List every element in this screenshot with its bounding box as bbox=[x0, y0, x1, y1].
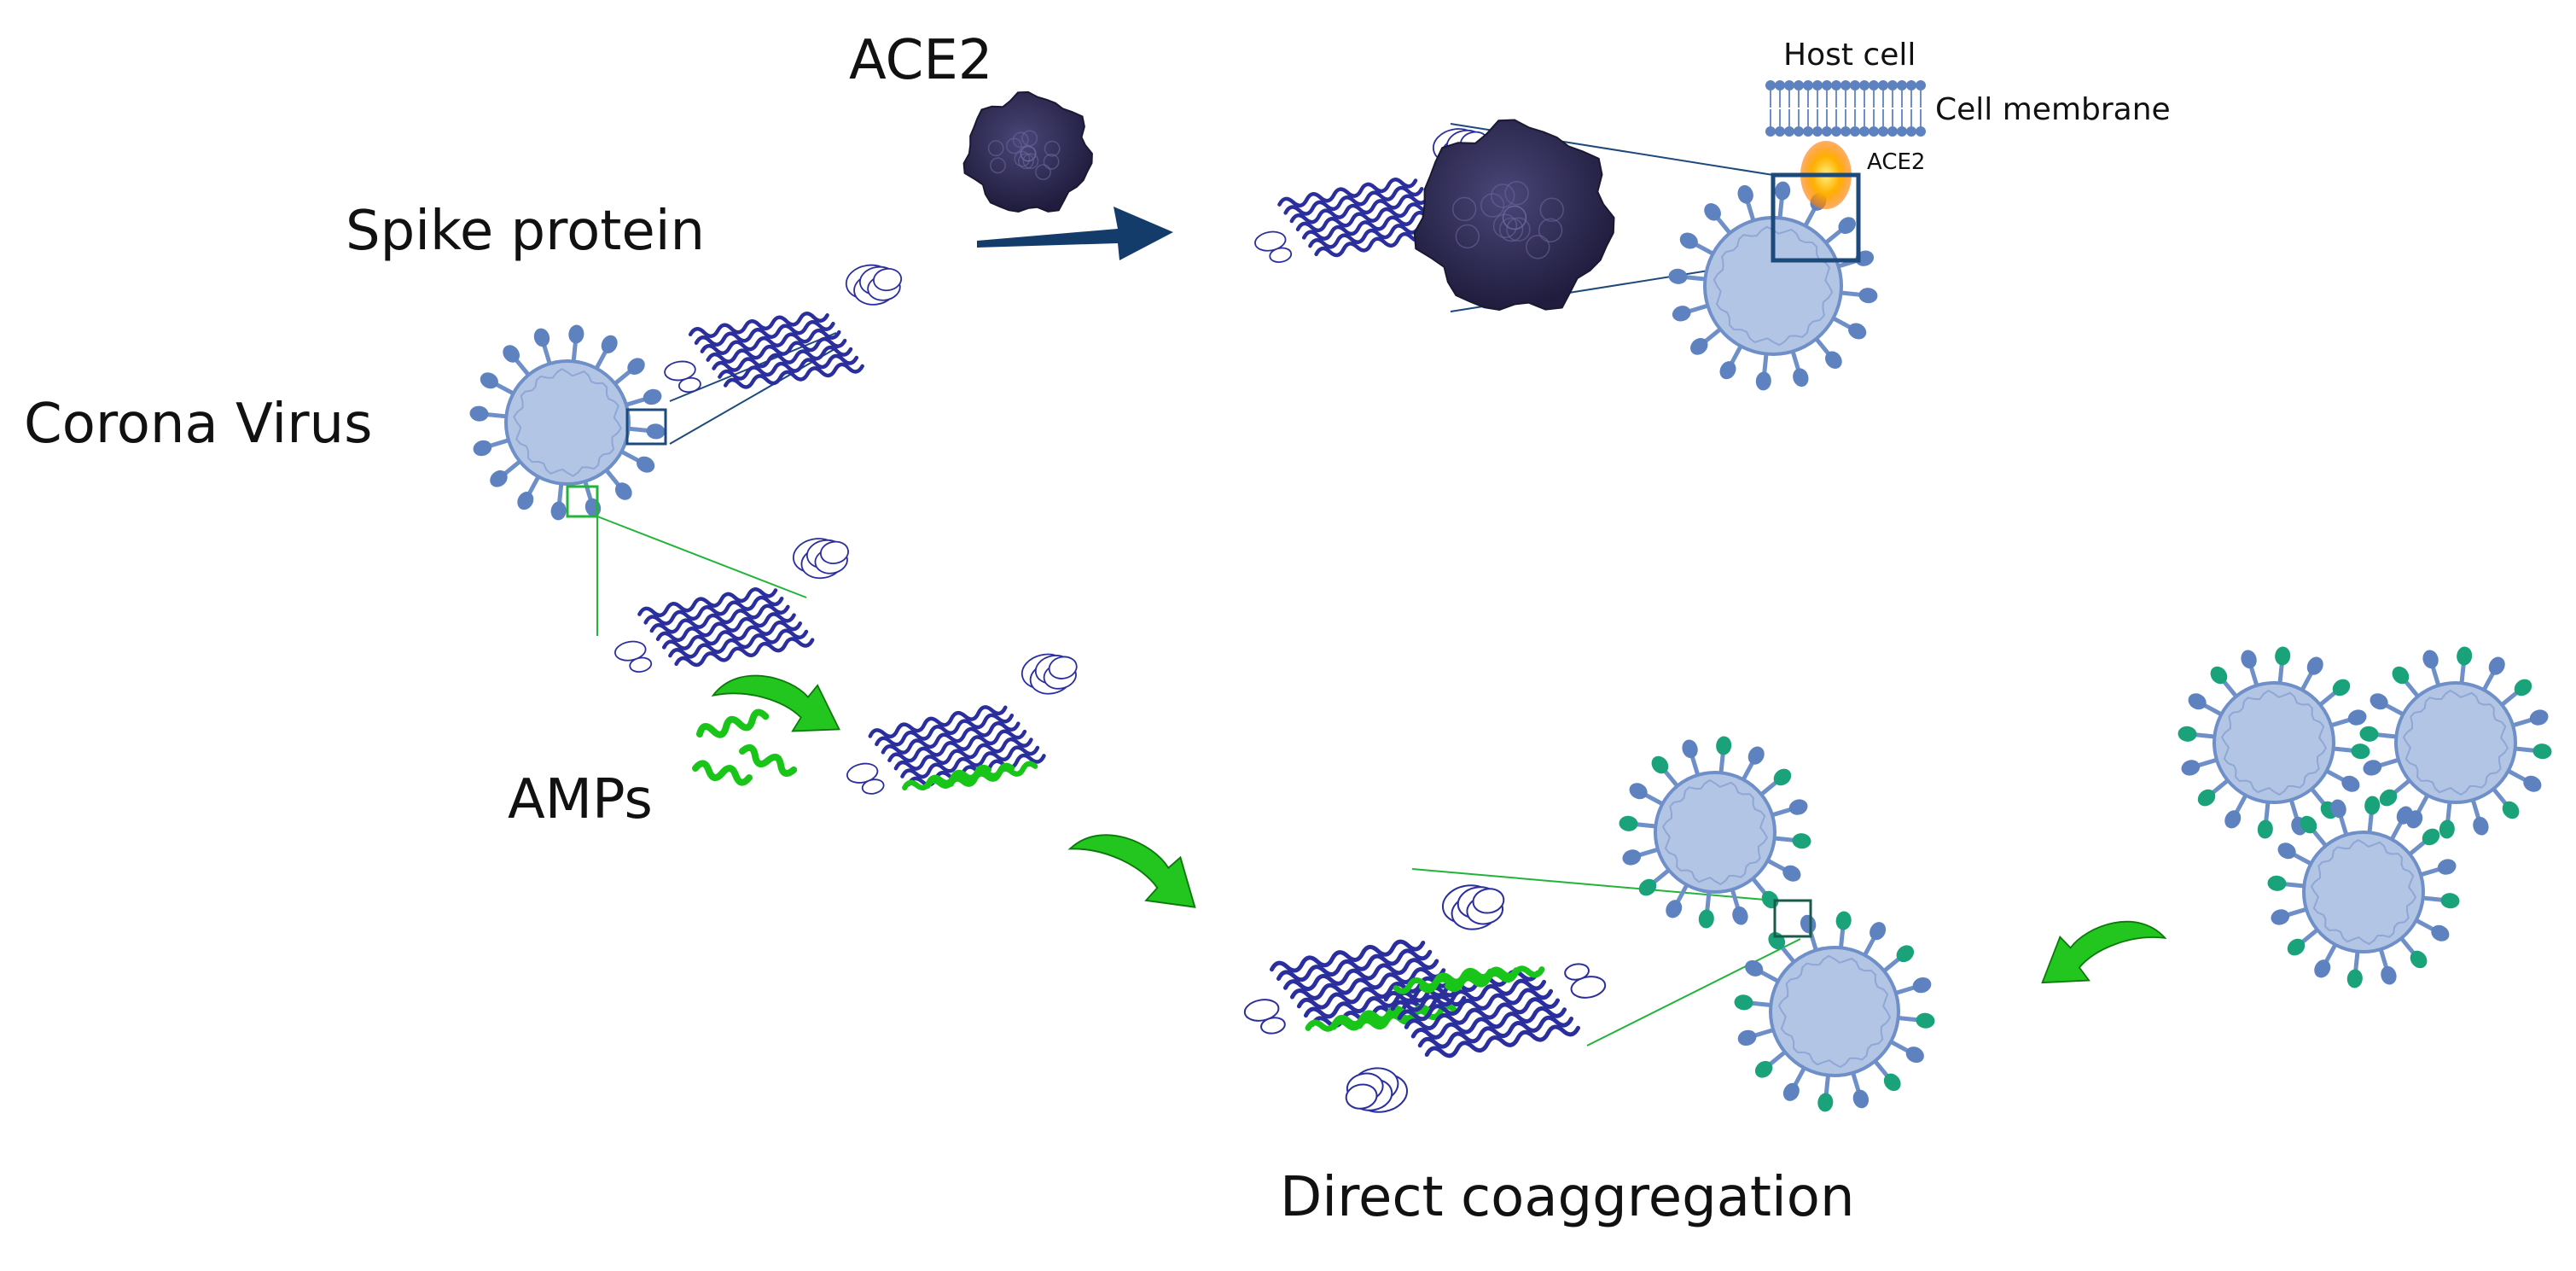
amp-peptides bbox=[692, 708, 798, 786]
lipid-head bbox=[1878, 126, 1888, 137]
coronavirus-icon bbox=[2267, 796, 2460, 988]
lipid-head bbox=[1831, 80, 1841, 90]
lipid-head bbox=[1784, 126, 1794, 137]
lipid-head bbox=[1765, 126, 1776, 137]
lipid-head bbox=[1812, 80, 1823, 90]
amps-label: AMPs bbox=[508, 768, 653, 831]
ace2-proteins bbox=[962, 90, 1615, 312]
zoom-connector-lines bbox=[596, 123, 1801, 1047]
lipid-head bbox=[1840, 80, 1851, 90]
lipid-head bbox=[1906, 80, 1916, 90]
coronavirus-icon bbox=[1734, 911, 1935, 1112]
curved-arrow-icon bbox=[711, 674, 840, 732]
lipid-head bbox=[1775, 126, 1785, 137]
lipid-head bbox=[1822, 126, 1832, 137]
lipid-head bbox=[1869, 80, 1879, 90]
amp-peptide-icon bbox=[692, 760, 753, 786]
host-cell-label: Host cell bbox=[1783, 38, 1916, 73]
spike-protein-label: Spike protein bbox=[346, 200, 705, 263]
spike-protein-icon bbox=[1345, 963, 1607, 1113]
spike-protein-icon bbox=[846, 653, 1078, 795]
ace2-title-label: ACE2 bbox=[849, 29, 993, 92]
lipid-head bbox=[1803, 126, 1813, 137]
coronavirus-icon bbox=[2359, 646, 2552, 839]
lipid-head bbox=[1869, 126, 1879, 137]
lipid-head bbox=[1916, 126, 1926, 137]
curved-arrow-icon bbox=[1067, 834, 1196, 908]
lipid-head bbox=[1887, 126, 1898, 137]
lipid-head bbox=[1897, 126, 1907, 137]
lipid-head bbox=[1765, 80, 1776, 90]
virus-particles bbox=[469, 181, 2552, 1112]
lipid-head bbox=[1794, 80, 1804, 90]
lipid-head bbox=[1850, 126, 1860, 137]
lipid-head bbox=[1812, 126, 1823, 137]
lipid-head bbox=[1916, 80, 1926, 90]
cell-membrane-label: Cell membrane bbox=[1935, 92, 2171, 127]
process-arrows bbox=[711, 207, 2167, 984]
lipid-head bbox=[1784, 80, 1794, 90]
lipid-head bbox=[1887, 80, 1898, 90]
coronavirus-icon bbox=[1668, 181, 1878, 391]
connector-line bbox=[1411, 868, 1776, 901]
ace2-protein-icon bbox=[1413, 119, 1615, 312]
amp-peptide-icon bbox=[739, 743, 798, 777]
lipid-head bbox=[1859, 80, 1869, 90]
coronavirus-icon bbox=[2178, 646, 2370, 839]
lipid-head bbox=[1775, 80, 1785, 90]
zoom-boxes bbox=[566, 172, 1861, 938]
lipid-head bbox=[1878, 80, 1888, 90]
coronavirus-icon bbox=[469, 324, 666, 521]
direct-coaggregation-label: Direct coaggregation bbox=[1280, 1166, 1855, 1229]
lipid-head bbox=[1831, 126, 1841, 137]
zoom-box bbox=[625, 408, 667, 446]
zoom-box bbox=[1773, 899, 1812, 938]
lipid-head bbox=[1803, 80, 1813, 90]
ace2-protein-icon bbox=[962, 90, 1093, 213]
zoom-box bbox=[1771, 172, 1861, 263]
lipid-head bbox=[1906, 126, 1916, 137]
zoom-box bbox=[566, 485, 599, 518]
lipid-head bbox=[1794, 126, 1804, 137]
connector-line bbox=[1586, 938, 1801, 1047]
spike-proteins bbox=[614, 128, 1607, 1113]
curved-arrow-icon bbox=[2041, 920, 2167, 984]
lipid-head bbox=[1840, 126, 1851, 137]
coronavirus-icon bbox=[1619, 736, 1811, 929]
spike-protein-icon bbox=[664, 264, 903, 394]
ace2-small-label: ACE2 bbox=[1867, 149, 1925, 175]
lipid-head bbox=[1897, 80, 1907, 90]
lipid-head bbox=[1822, 80, 1832, 90]
connector-line bbox=[596, 516, 807, 598]
lipid-head bbox=[1850, 80, 1860, 90]
corona-virus-label: Corona Virus bbox=[24, 393, 372, 456]
blue-arrow-icon bbox=[977, 207, 1173, 260]
spike-protein-icon bbox=[1243, 884, 1505, 1035]
spike-protein-icon bbox=[614, 538, 849, 673]
amp-peptide-icon bbox=[696, 708, 770, 738]
lipid-head bbox=[1859, 126, 1869, 137]
